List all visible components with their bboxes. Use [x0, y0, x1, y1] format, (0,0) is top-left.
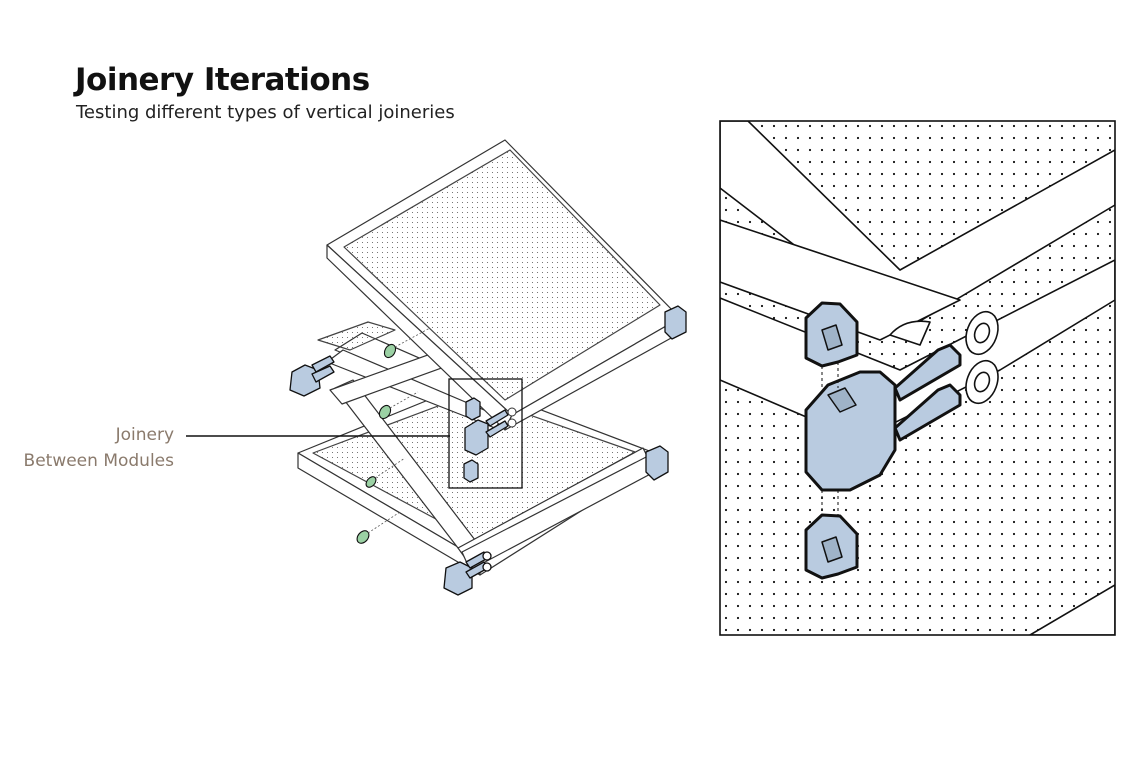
detail-panel-border — [719, 120, 1116, 636]
exploded-module-assembly — [289, 139, 687, 596]
exploded-joinery-bottom — [443, 551, 492, 596]
lower-legs — [334, 379, 659, 571]
detail-zoom-panel — [719, 120, 1116, 636]
green-pins — [356, 343, 397, 544]
callout-label-between-modules: Between Modules — [23, 451, 174, 471]
callout-label-joinery: Joinery — [115, 425, 174, 445]
callout-frame — [448, 378, 523, 489]
upper-module-panel — [326, 139, 683, 431]
page-subtitle: Testing different types of vertical join… — [76, 102, 455, 123]
main-plug-detail — [804, 343, 962, 492]
bottom-clip-detail — [804, 513, 859, 580]
page-title: Joinery Iterations — [75, 62, 370, 98]
end-joinery-blocks — [645, 305, 687, 481]
callout-tubes — [507, 407, 517, 428]
detail-guide-lines — [821, 362, 839, 516]
exploded-joinery-left — [289, 355, 335, 397]
detail-joinery-pieces — [804, 301, 962, 580]
pin-guide-lines — [367, 327, 431, 534]
top-clip-detail — [804, 301, 859, 368]
callout-joinery-pieces — [463, 397, 509, 483]
